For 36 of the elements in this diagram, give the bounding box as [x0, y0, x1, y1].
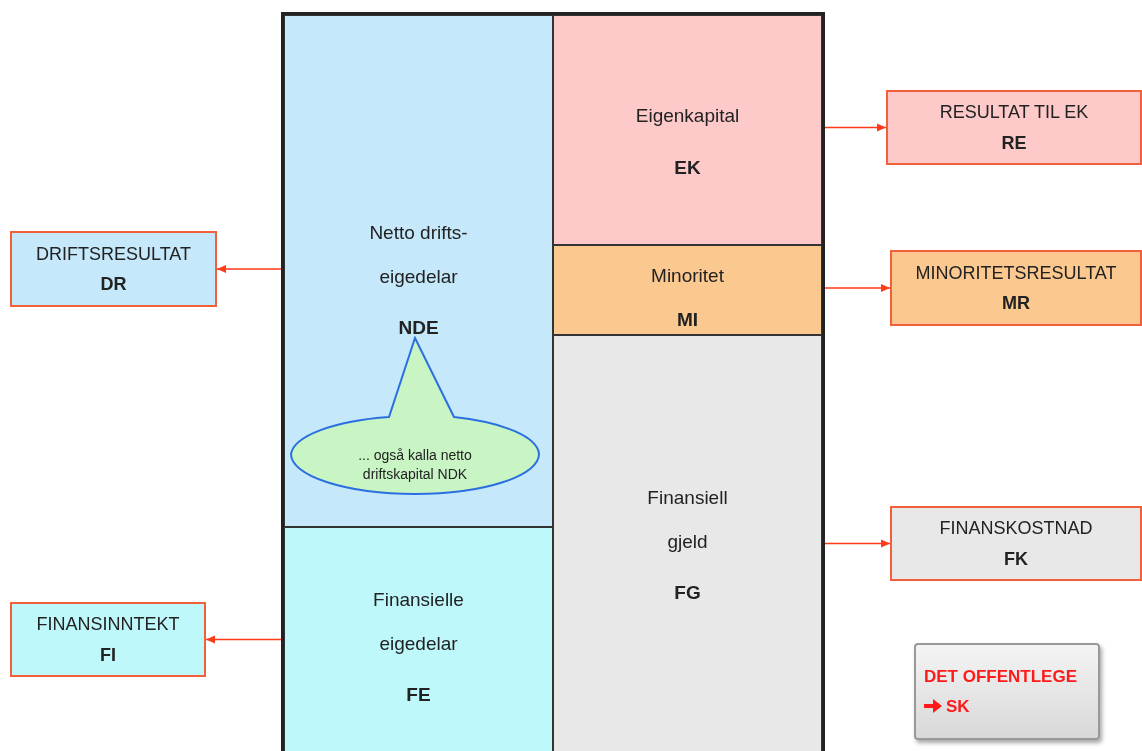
result-box [10, 602, 206, 677]
block-code: MR [1002, 292, 1030, 315]
balance-frame [284, 15, 822, 751]
result-box [890, 250, 1142, 326]
block-code: FG [674, 581, 701, 606]
block-code: MI [676, 307, 699, 332]
note-heading: DET OFFENTLEGE [924, 666, 1078, 688]
block-title: RESULTAT TIL EK [939, 101, 1089, 124]
block-title: Eigenkapital [635, 104, 740, 128]
note-text: SK [946, 695, 970, 717]
block-code: EK [674, 155, 701, 180]
result-box [10, 231, 217, 307]
asset-block [284, 527, 553, 751]
asset-block [284, 15, 553, 527]
block-code: RE [1001, 131, 1027, 154]
minority-block [553, 245, 822, 335]
block-title: Finansielle eigedelar [372, 588, 465, 656]
debt-block [553, 335, 822, 751]
block-code: NDE [398, 316, 439, 341]
block-title: Minoritet [651, 264, 724, 288]
result-box [886, 90, 1142, 165]
bubble-text: ... også kalla netto driftskapital NDK [357, 446, 473, 484]
note-box [914, 643, 1100, 740]
block-title: Netto drifts- eigedelar [368, 221, 469, 289]
block-code: FI [100, 643, 116, 666]
block-code: DR [100, 273, 127, 296]
block-title: MINORITETSRESULTAT [915, 261, 1117, 284]
block-title: DRIFTSRESULTAT [36, 242, 191, 265]
speech-bubble [289, 336, 541, 496]
block-code: FK [1004, 547, 1028, 570]
block-title: FINANSINNTEKT [36, 613, 180, 636]
block-title: FINANSKOSTNAD [939, 517, 1093, 540]
block-code: FE [406, 683, 431, 708]
result-box [890, 506, 1142, 581]
block-title: Finansiell gjeld [646, 486, 729, 554]
equity-block [553, 15, 822, 245]
